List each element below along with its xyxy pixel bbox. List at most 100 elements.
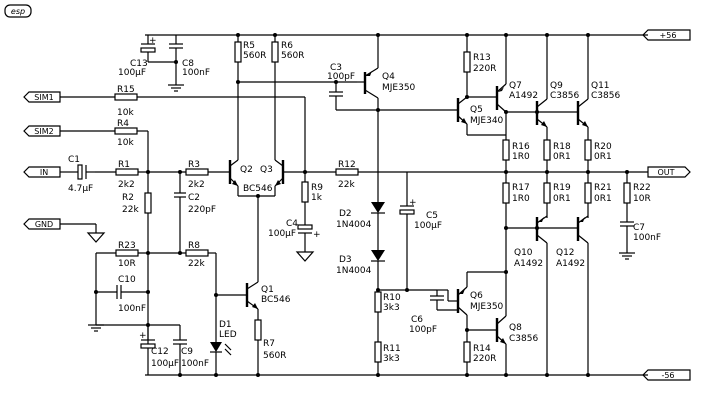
r22-resistor: R22 10R (623, 182, 651, 204)
in-port: IN (23, 166, 72, 178)
r21-resistor: R21 0R1 (584, 182, 612, 204)
svg-text:1R0: 1R0 (512, 152, 530, 162)
svg-text:R19: R19 (553, 183, 571, 193)
svg-text:R1: R1 (118, 160, 130, 170)
r3-resistor: R3 2k2 (185, 160, 209, 190)
svg-text:0R1: 0R1 (553, 194, 571, 204)
vneg-port: -56 (642, 369, 691, 381)
svg-text:R10: R10 (383, 293, 401, 303)
r12-resistor: R12 22k (335, 160, 359, 190)
svg-text:C3856: C3856 (591, 91, 620, 101)
r14-resistor: R14 220R (463, 341, 496, 364)
q2-transistor: Q2 BC546 (228, 159, 273, 196)
q8-transistor: Q8 C3856 (495, 310, 538, 375)
c3-capacitor: C3 100pF (327, 63, 355, 110)
svg-text:A1492: A1492 (556, 259, 585, 269)
c7-capacitor: C7 100nF (619, 221, 661, 260)
svg-text:560R: 560R (243, 51, 266, 61)
svg-text:Q3: Q3 (260, 165, 273, 175)
svg-text:10k: 10k (117, 138, 134, 148)
svg-text:R7: R7 (263, 339, 275, 349)
svg-text:C10: C10 (118, 275, 136, 285)
svg-text:Q6: Q6 (470, 291, 483, 301)
svg-text:Q12: Q12 (556, 248, 575, 258)
svg-text:C1: C1 (68, 155, 80, 165)
r1-resistor: R1 2k2 (115, 160, 139, 190)
svg-text:GND: GND (35, 220, 53, 229)
q11-transistor: Q11 C3856 (576, 35, 620, 140)
svg-text:SIM2: SIM2 (34, 127, 53, 136)
svg-text:2k2: 2k2 (188, 180, 205, 190)
svg-text:+: + (409, 198, 417, 208)
svg-text:MJE350: MJE350 (470, 302, 504, 312)
svg-text:C13: C13 (130, 59, 148, 69)
svg-text:R13: R13 (473, 53, 491, 63)
svg-text:100nF: 100nF (118, 304, 146, 314)
svg-text:10k: 10k (117, 108, 134, 118)
svg-text:+56: +56 (660, 31, 677, 40)
svg-text:100µF: 100µF (268, 229, 296, 239)
svg-text:3k3: 3k3 (383, 354, 400, 364)
c12-capacitor: + C12 100µF (139, 331, 179, 375)
out-port: OUT (647, 166, 691, 178)
svg-text:R23: R23 (118, 241, 136, 251)
svg-text:R4: R4 (117, 119, 129, 129)
svg-text:C3: C3 (330, 63, 342, 73)
c5-capacitor: + C5 100µF (399, 198, 442, 290)
svg-text:C3856: C3856 (509, 334, 538, 344)
svg-text:100µF: 100µF (118, 68, 146, 78)
r16-resistor: R16 1R0 (502, 139, 530, 162)
svg-text:Q1: Q1 (261, 285, 274, 295)
svg-text:R21: R21 (594, 183, 612, 193)
svg-text:100µF: 100µF (151, 359, 179, 369)
svg-text:1k: 1k (311, 193, 323, 203)
svg-text:22k: 22k (188, 259, 205, 269)
c4-capacitor: + C4 100µF (268, 219, 321, 262)
q12-transistor: Q12 A1492 (556, 215, 589, 375)
svg-text:Q4: Q4 (382, 72, 395, 82)
svg-text:C3856: C3856 (550, 91, 579, 101)
svg-text:BC546: BC546 (261, 295, 291, 305)
svg-text:0R1: 0R1 (553, 152, 571, 162)
svg-text:Q7: Q7 (509, 81, 522, 91)
svg-text:BC546: BC546 (243, 184, 273, 194)
q7-transistor: Q7 A1492 (495, 35, 538, 140)
svg-text:100nF: 100nF (182, 68, 210, 78)
r13-resistor: R13 220R (463, 51, 496, 74)
svg-text:R5: R5 (243, 41, 255, 51)
svg-text:10R: 10R (118, 259, 136, 269)
svg-text:R3: R3 (188, 160, 200, 170)
r17-resistor: R17 1R0 (502, 182, 530, 204)
svg-text:1R0: 1R0 (512, 194, 530, 204)
c2-capacitor: C2 220pF (174, 172, 216, 253)
svg-text:A1492: A1492 (509, 91, 538, 101)
svg-text:Q8: Q8 (509, 323, 522, 333)
r7-resistor: R7 560R (254, 319, 286, 361)
svg-text:R8: R8 (188, 241, 200, 251)
c10-capacitor: C10 100nF (96, 275, 148, 314)
svg-text:MJE340: MJE340 (470, 116, 504, 126)
c6-capacitor: C6 100pF (409, 295, 458, 335)
svg-text:LED: LED (219, 330, 237, 340)
d3-diode: D3 1N4004 (336, 250, 385, 290)
svg-text:Q2: Q2 (240, 165, 253, 175)
svg-text:R16: R16 (512, 142, 530, 152)
r8-resistor: R8 22k (185, 241, 209, 269)
svg-text:MJE350: MJE350 (382, 83, 416, 93)
svg-text:2k2: 2k2 (118, 180, 135, 190)
svg-text:R18: R18 (553, 142, 571, 152)
svg-text:-56: -56 (661, 371, 674, 380)
r20-resistor: R20 0R1 (584, 139, 612, 162)
d1-led: D1 LED (210, 320, 237, 375)
r15-resistor: R15 10k (114, 85, 138, 118)
svg-text:560R: 560R (263, 351, 286, 361)
svg-text:C8: C8 (182, 59, 194, 69)
q9-transistor: Q9 C3856 (535, 35, 579, 140)
svg-text:Q11: Q11 (591, 81, 610, 91)
svg-text:C7: C7 (633, 223, 645, 233)
svg-text:C2: C2 (188, 193, 200, 203)
q1-transistor: Q1 BC546 (245, 281, 291, 310)
svg-text:+: + (149, 36, 157, 46)
c9-capacitor: C9 100nF (173, 325, 209, 375)
svg-text:C9: C9 (181, 347, 193, 357)
